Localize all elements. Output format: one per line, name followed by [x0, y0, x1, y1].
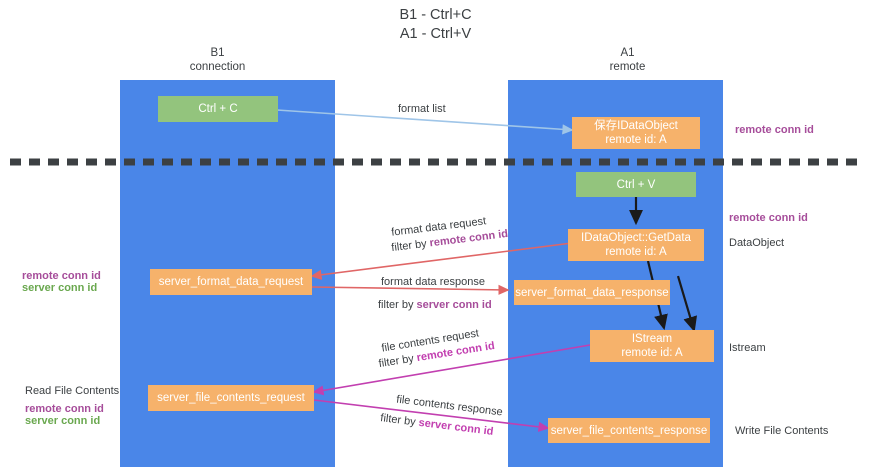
box-istream[interactable]: IStream remote id: A	[590, 330, 714, 362]
side-label-remote-conn-id-mid: remote conn id	[729, 212, 808, 224]
side-label-left-server-conn-id-bot: server conn id	[25, 415, 101, 427]
title-line-2: A1 - Ctrl+V	[399, 26, 472, 42]
lane-header-a1: A1 remote	[560, 47, 695, 74]
box-istream-line1: IStream	[631, 333, 673, 345]
box-server-file-contents-response[interactable]: server_file_contents_response	[548, 418, 710, 443]
box-idataobject-getdata[interactable]: IDataObject::GetData remote id: A	[568, 229, 704, 261]
box-server-format-data-response-label: server_format_data_response	[515, 286, 669, 299]
box-server-format-data-response[interactable]: server_format_data_response	[514, 280, 670, 305]
side-label-left-server-conn-id-mid: server conn id	[22, 282, 98, 294]
box-server-file-contents-request[interactable]: server_file_contents_request	[148, 385, 314, 411]
filter-key-server-conn-id-1: server conn id	[416, 299, 492, 311]
edge-label-format-data-response-filter: filter by server conn id	[378, 299, 492, 311]
box-ctrl-c[interactable]: Ctrl + C	[158, 96, 278, 122]
title-line-1: B1 - Ctrl+C	[399, 7, 472, 23]
box-idataobject-getdata-line2: remote id: A	[605, 246, 667, 258]
lane-header-a1-name: A1	[620, 47, 635, 59]
filter-key-server-conn-id-2: server conn id	[417, 416, 495, 438]
side-label-remote-conn-id-top: remote conn id	[735, 124, 814, 136]
side-label-istream: Istream	[729, 342, 766, 354]
box-store-idataobject[interactable]: 保存IDataObject remote id: A	[572, 117, 700, 149]
lane-header-a1-sub: remote	[609, 60, 646, 73]
box-server-file-contents-response-label: server_file_contents_response	[550, 424, 708, 437]
box-ctrl-c-label: Ctrl + C	[198, 103, 238, 115]
side-label-dataobject: DataObject	[729, 237, 785, 249]
box-idataobject-getdata-line1: IDataObject::GetData	[581, 232, 691, 244]
box-store-idataobject-line2: remote id: A	[605, 134, 667, 146]
box-store-idataobject-line1: 保存IDataObject	[594, 120, 678, 132]
lane-header-b1: B1 connection	[150, 47, 285, 74]
side-label-left-remote-conn-id-bot: remote conn id	[25, 403, 104, 415]
lane-header-b1-sub: connection	[189, 60, 246, 73]
box-server-file-contents-request-label: server_file_contents_request	[157, 392, 305, 404]
side-label-left-remote-conn-id-mid: remote conn id	[22, 270, 101, 282]
lane-header-b1-name: B1	[210, 47, 225, 59]
box-server-format-data-request-label: server_format_data_request	[158, 276, 304, 288]
side-label-read-file-contents: Read File Contents	[25, 385, 120, 397]
edge-label-format-list: format list	[398, 103, 446, 115]
side-label-write-file-contents: Write File Contents	[735, 425, 829, 437]
box-ctrl-v[interactable]: Ctrl + V	[576, 172, 696, 197]
box-istream-line2: remote id: A	[621, 347, 683, 359]
box-ctrl-v-label: Ctrl + V	[616, 178, 656, 191]
edge-label-format-data-response: format data response	[381, 276, 485, 288]
page-title: B1 - Ctrl+C A1 - Ctrl+V	[0, 6, 871, 44]
box-server-format-data-request[interactable]: server_format_data_request	[150, 269, 312, 295]
